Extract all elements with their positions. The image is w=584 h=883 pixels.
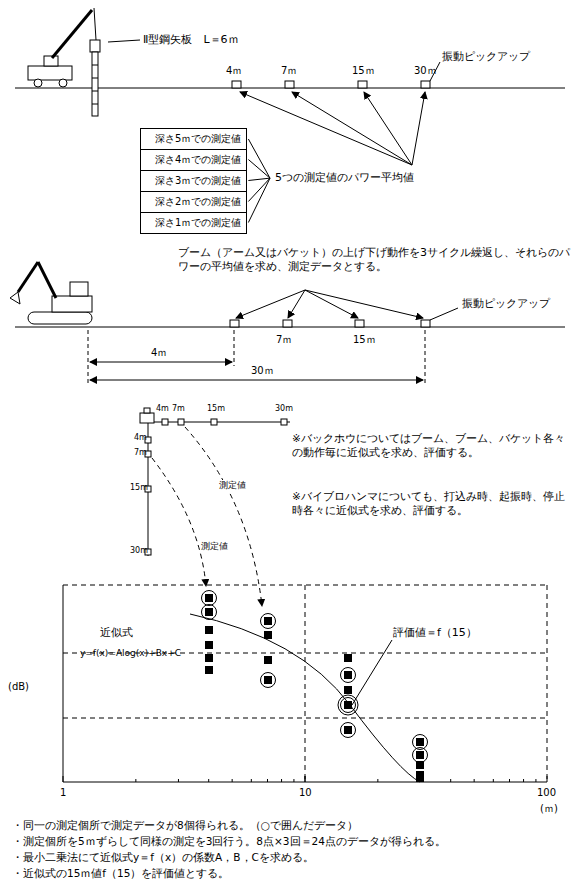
- label: 4ｍ: [226, 64, 242, 77]
- label: 測定値: [218, 480, 247, 492]
- depth-reading: 深さ1ｍでの測定値: [141, 212, 246, 233]
- leader-line: [248, 178, 270, 180]
- label: ・近似式の15ｍ値f（15）を評価値とする。: [12, 867, 229, 881]
- label: ・同一の測定個所で測定データが8個得られる。（○で囲んだデータ）: [12, 819, 358, 833]
- label: 測定値: [200, 541, 229, 553]
- label: 15m: [207, 404, 225, 414]
- label: 5つの測定値のパワー平均値: [274, 171, 415, 185]
- label: 10: [299, 786, 312, 799]
- depth-reading: 深さ3ｍでの測定値: [141, 170, 246, 191]
- depth-reading: 深さ4ｍでの測定値: [141, 149, 246, 170]
- leader-line: [248, 160, 270, 179]
- label: ※バックホウについてはブーム、ブーム、バケット各々の動作毎に近似式を求め、評価す…: [292, 432, 570, 459]
- label: 近似式: [100, 626, 133, 640]
- label: 7ｍ: [276, 333, 292, 346]
- label: 15m: [130, 483, 148, 493]
- label: 評価値＝f（15）: [392, 626, 478, 640]
- leader-line: [248, 178, 270, 201]
- label: 4ｍ: [150, 346, 168, 359]
- label: (dB): [8, 680, 29, 693]
- leader-line: [248, 139, 270, 178]
- leader-line: [248, 178, 270, 222]
- label: 7m: [134, 448, 147, 458]
- label: 15ｍ: [352, 64, 375, 77]
- label: 30m: [275, 404, 293, 414]
- label: y=f(x)=Alog(x)+Bx+C: [80, 648, 181, 660]
- label: 4m: [134, 433, 147, 443]
- label: 100: [537, 786, 556, 799]
- label: (ｍ): [540, 802, 558, 815]
- label: 7ｍ: [281, 64, 297, 77]
- label: 30ｍ: [414, 64, 437, 77]
- label: ブーム（アーム又はバケット）の上げ下げ動作を3サイクル繰返し、それらのパワーの平…: [178, 246, 570, 275]
- label: 30ｍ: [250, 364, 275, 377]
- label: 振動ピックアップ: [442, 50, 530, 64]
- depth-reading: 深さ5ｍでの測定値: [141, 129, 246, 149]
- pile-depth-box: 深さ5ｍでの測定値深さ4ｍでの測定値深さ3ｍでの測定値深さ2ｍでの測定値深さ1ｍ…: [140, 128, 247, 234]
- depth-reading: 深さ2ｍでの測定値: [141, 191, 246, 212]
- label: 振動ピックアップ: [462, 297, 550, 311]
- label: 7m: [172, 404, 185, 414]
- label: 15ｍ: [353, 333, 376, 346]
- label: ・最小二乗法にて近似式y＝f（x）の係数A，B，Cを求める。: [12, 851, 314, 865]
- label: ※バイブロハンマについても、打込み時、起振時、停止時各々に近似式を求め、評価する…: [292, 490, 570, 517]
- label: 1: [60, 786, 66, 799]
- label: Ⅱ型鋼矢板 L＝6ｍ: [143, 33, 239, 47]
- label: 4m: [156, 404, 169, 414]
- label: 30m: [130, 546, 148, 556]
- label: ・測定個所を5ｍずらして同様の測定を3回行う。8点×3回＝24点のデータが得られ…: [12, 835, 446, 849]
